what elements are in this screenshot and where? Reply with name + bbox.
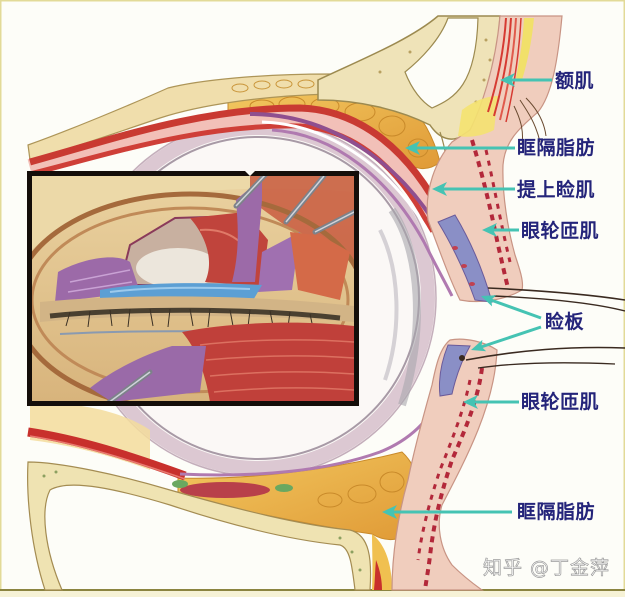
frontal-sinus xyxy=(404,17,479,109)
label-lower-orbicularis-muscle: 眼轮匝肌 xyxy=(521,391,600,413)
arrowhead-icon xyxy=(382,505,397,519)
upper-tarsal-plate xyxy=(437,214,493,303)
label-tarsal-plate: 睑板 xyxy=(545,311,585,333)
lash-follicle xyxy=(459,355,465,361)
inset-border-notch xyxy=(245,171,255,176)
arrowhead-icon xyxy=(500,73,515,87)
brow-fat-cell xyxy=(297,79,315,89)
lower-orbit xyxy=(27,395,442,591)
inset-eyelash-line xyxy=(49,307,341,321)
bone-dot xyxy=(482,78,486,82)
fat-cell xyxy=(317,492,343,508)
bone-dot xyxy=(338,536,342,540)
pointer-arrows xyxy=(382,73,552,519)
muscle-sheath xyxy=(27,106,447,231)
fat-cell xyxy=(347,484,377,504)
brow-hair xyxy=(513,105,523,145)
arrow-tarsus-upper xyxy=(490,298,542,320)
instrument-highlight xyxy=(314,211,354,233)
upper-orbicularis-fibers xyxy=(484,149,512,263)
brow-hair xyxy=(525,97,547,137)
inset-tarsus-highlight xyxy=(109,286,251,293)
label-upper-orbicularis-muscle: 眼轮匝肌 xyxy=(521,220,600,242)
arrowhead-icon xyxy=(471,339,487,352)
inset-globe xyxy=(136,248,220,288)
lower-eyelash xyxy=(477,362,616,369)
upper-orbicularis-fibers xyxy=(470,139,510,289)
lower-eyelash xyxy=(465,346,625,361)
frontalis-fiber xyxy=(487,17,507,113)
arrow-shafts xyxy=(392,78,552,514)
septum-edge xyxy=(275,484,293,492)
bone-dot xyxy=(378,70,382,74)
arrowhead-icon xyxy=(432,182,447,196)
bone-dot xyxy=(358,568,362,572)
bone-dot xyxy=(42,474,46,478)
frontalis-fiber xyxy=(499,17,517,121)
conjunctiva-layer xyxy=(271,128,454,297)
upper-eyelash xyxy=(493,295,625,312)
watermark: 知乎 @丁金萍 xyxy=(483,557,611,580)
bone-dot xyxy=(350,550,354,554)
fat-cell xyxy=(378,115,406,137)
label-frontalis-muscle: 额肌 xyxy=(555,70,595,92)
inset-muscle-striation xyxy=(199,339,354,393)
instrument-highlight xyxy=(108,371,151,402)
inset-upper-fat xyxy=(32,176,354,250)
bone-dot xyxy=(408,50,412,54)
inset-border xyxy=(27,171,359,406)
inset-flap-striation xyxy=(67,269,133,293)
brow-fat-cell xyxy=(275,79,293,89)
arrowhead-icon xyxy=(405,141,420,155)
brow-hair xyxy=(519,99,541,143)
bone-dot xyxy=(484,38,488,42)
arrow-heads xyxy=(382,73,515,519)
muscle-highlight xyxy=(29,435,186,480)
frontalis-fiber xyxy=(505,17,522,123)
lower-orbicularis-fibers xyxy=(423,367,484,591)
inset-eyelashes xyxy=(65,308,314,329)
inset-socket-rim xyxy=(32,191,354,402)
inset-purple-flap-right xyxy=(258,232,300,292)
fat-cell xyxy=(379,471,405,493)
label-levator-muscle: 提上睑肌 xyxy=(517,179,596,201)
bottom-frame-strip xyxy=(0,590,625,597)
superior-muscles xyxy=(27,104,474,299)
upper-eyelash xyxy=(487,287,625,301)
frontalis-fiber xyxy=(493,17,512,117)
cornea-arc xyxy=(388,207,421,407)
arrowhead-icon xyxy=(481,295,497,307)
lower-eyelid xyxy=(391,338,625,591)
instrument-highlight xyxy=(285,176,325,223)
upper-eyelid xyxy=(426,15,625,312)
label-upper-orbital-fat: 眶隔脂肪 xyxy=(517,137,596,159)
bone-dot xyxy=(54,470,58,474)
superior-rectus-muscle xyxy=(29,104,449,222)
brow-fat xyxy=(458,96,498,137)
inset-surgical-view xyxy=(27,171,359,406)
bone-dot xyxy=(488,58,492,62)
meibomian-gland xyxy=(461,264,467,268)
inset-orbicularis-muscle xyxy=(182,322,354,402)
inferior-oblique-muscle xyxy=(180,482,270,498)
septum-edge xyxy=(172,480,188,488)
arrow-tarsus-lower xyxy=(480,325,542,349)
iris-arc xyxy=(378,229,399,381)
instrument-highlight xyxy=(235,176,266,207)
inset-orange-flap xyxy=(290,232,350,300)
arrowhead-icon xyxy=(482,223,497,237)
label-lower-orbital-fat: 眶隔脂肪 xyxy=(517,501,596,523)
brow-fat-cell xyxy=(231,83,249,93)
meibomian-gland xyxy=(469,282,475,286)
orbital-floor-bone xyxy=(27,461,372,591)
forehead-fat-stripe xyxy=(516,18,534,80)
arrowhead-icon xyxy=(463,395,478,409)
brow-fat-cell xyxy=(253,80,271,90)
inferior-rectus-muscle xyxy=(27,427,187,481)
cheek-muscle xyxy=(374,560,382,590)
meibomian-gland xyxy=(452,246,458,250)
